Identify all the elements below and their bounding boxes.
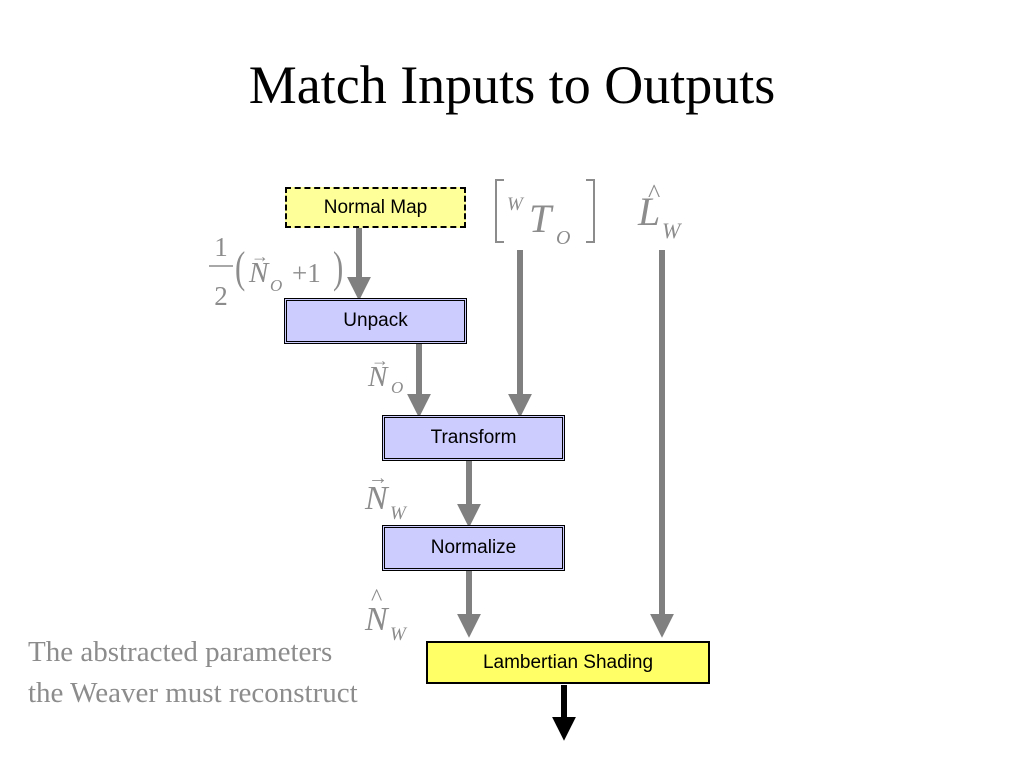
normal-world-arrow: → xyxy=(368,467,388,489)
matrix-variable: T xyxy=(529,196,554,241)
normal-world-normalized-label: ^ N W xyxy=(364,585,408,645)
slide-note: The abstracted parameters the Weaver mus… xyxy=(28,636,358,709)
normal-world-label: → N W xyxy=(364,467,408,524)
formula-numerator: 1 xyxy=(214,232,228,262)
slide-title: Match Inputs to Outputs xyxy=(248,55,776,115)
matrix-subscript: O xyxy=(556,227,570,249)
normal-world-normalized-subscript: W xyxy=(390,624,408,645)
light-vector-label: ^ L W xyxy=(637,179,682,243)
light-variable: L xyxy=(637,189,660,234)
normal-world-normalized-variable: N xyxy=(364,601,390,638)
matrix-right-bracket xyxy=(586,179,595,243)
normal-object-label: → N O xyxy=(367,350,403,397)
normal-world-variable: N xyxy=(364,480,390,517)
unpack-formula: 1 2 ( N → O +1 ) xyxy=(209,232,343,311)
normal-map-node: Normal Map xyxy=(285,187,466,228)
matrix-left-bracket xyxy=(495,179,504,243)
light-hat: ^ xyxy=(648,179,660,208)
formula-right-paren: ) xyxy=(333,244,343,293)
normal-map-label: Normal Map xyxy=(323,196,428,218)
matrix-superscript: W xyxy=(507,194,525,215)
normal-world-normalized-hat: ^ xyxy=(371,585,382,611)
normal-object-variable: N xyxy=(367,361,389,393)
lambertian-shading-label: Lambertian Shading xyxy=(482,651,654,673)
formula-subscript: O xyxy=(270,276,282,295)
normal-object-arrow: → xyxy=(371,350,389,370)
unpack-label: Unpack xyxy=(343,310,408,331)
transform-matrix-label: W T O xyxy=(495,179,595,249)
normalize-label: Normalize xyxy=(430,537,517,558)
normal-object-subscript: O xyxy=(391,378,403,397)
normal-world-subscript: W xyxy=(390,503,408,524)
formula-plus-term: +1 xyxy=(292,258,321,288)
formula-denominator: 2 xyxy=(214,281,228,311)
transform-label: Transform xyxy=(430,427,517,448)
unpack-node: Unpack xyxy=(284,298,467,344)
transform-node: Transform xyxy=(382,415,565,461)
lambertian-shading-node: Lambertian Shading xyxy=(426,641,710,684)
formula-vector-arrow: → xyxy=(251,246,269,266)
formula-left-paren: ( xyxy=(235,244,245,293)
light-subscript: W xyxy=(662,218,682,243)
normalize-node: Normalize xyxy=(382,525,565,571)
formula-variable: N xyxy=(248,257,270,289)
